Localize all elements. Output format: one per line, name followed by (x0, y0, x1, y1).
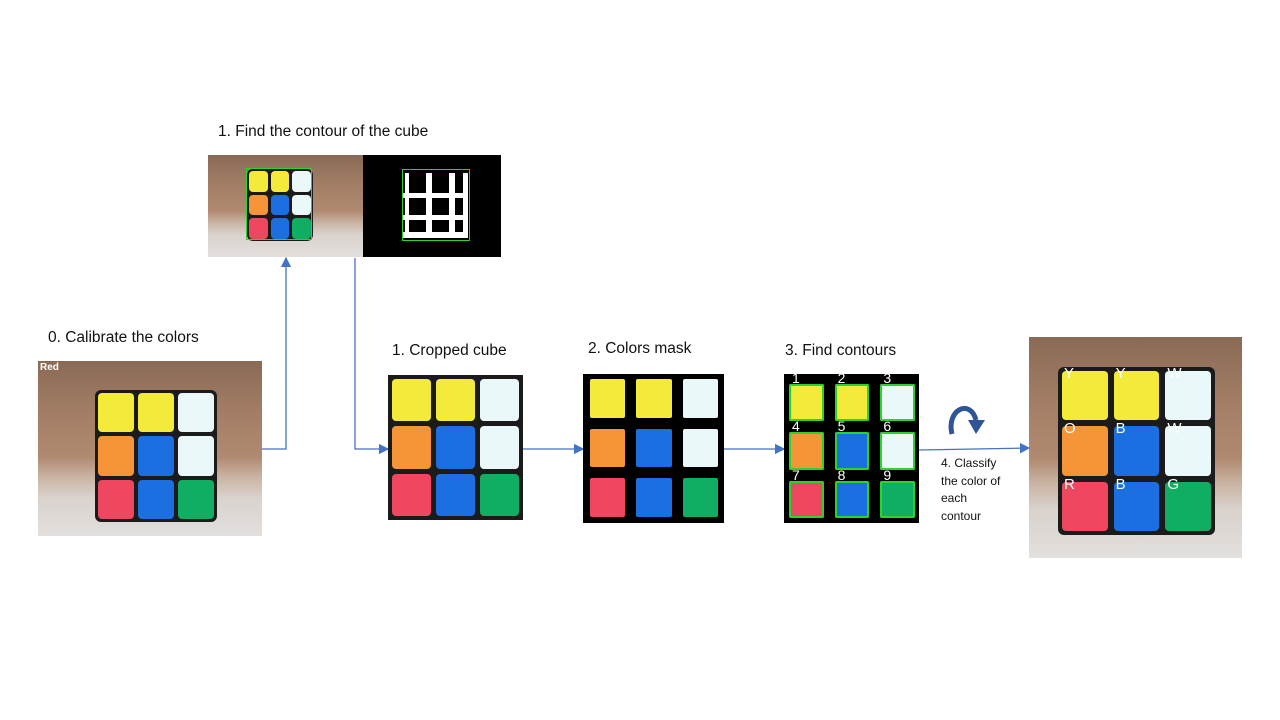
calibration-color-tag: Red (40, 362, 59, 373)
arrow-contours-to-classified (918, 442, 1031, 454)
sticker-blue (436, 426, 475, 469)
mask-contour-outline (402, 169, 470, 241)
step1-crop-label: 1. Cropped cube (392, 342, 507, 359)
sticker-yellow (590, 379, 626, 418)
sticker-yellow: Y (1113, 365, 1160, 421)
sticker-blue (436, 473, 475, 516)
sticker-white (480, 379, 519, 422)
sticker-white (178, 436, 214, 476)
contour-number: 5 (837, 418, 846, 435)
cube: Y Y W O B W R B G (1058, 365, 1215, 535)
contours-image: 1 2 3 4 5 6 7 8 9 (784, 374, 919, 523)
color-class-letter: B (1115, 475, 1126, 493)
sticker-blue: B (1113, 476, 1160, 531)
sticker-green (480, 473, 519, 516)
step3-label: 3. Find contours (785, 342, 897, 359)
sticker-white (292, 171, 311, 192)
sticker-blue (636, 428, 672, 468)
step2-label: 2. Colors mask (588, 340, 692, 357)
sticker-white: 6 (880, 418, 915, 470)
sticker-orange: O (1062, 420, 1108, 476)
contour-mask (363, 155, 501, 257)
sticker-green (178, 479, 214, 519)
sticker-blue: 8 (834, 467, 870, 518)
calibrate-image: Red (38, 361, 262, 536)
sticker-blue (270, 218, 290, 239)
color-class-letter: B (1115, 420, 1126, 438)
sticker-red (98, 479, 134, 519)
sticker-white: 3 (880, 374, 915, 422)
color-class-letter: R (1064, 475, 1075, 493)
color-class-letter: W (1167, 420, 1182, 438)
sticker-blue (636, 478, 672, 517)
contour-number: 1 (792, 374, 800, 386)
cube (388, 375, 523, 520)
sticker-yellow (249, 171, 268, 192)
step4-label: 4. Classify the color of each contour (941, 456, 1001, 523)
sticker-yellow (138, 393, 174, 433)
sticker-white (682, 379, 718, 418)
sticker-orange (392, 426, 431, 469)
contour-grid: 1 2 3 4 5 6 7 8 9 (789, 374, 915, 518)
sticker-yellow (436, 379, 475, 422)
sticker-blue (138, 436, 174, 476)
colors-mask-image (583, 374, 724, 523)
color-class-letter: W (1167, 365, 1182, 382)
cube (95, 390, 217, 522)
cube-contour-outline (246, 168, 312, 240)
color-class-letter: G (1167, 475, 1179, 493)
sticker-orange (98, 436, 134, 476)
sticker-yellow (98, 393, 134, 433)
classified-image: Y Y W O B W R B G (1029, 337, 1242, 558)
contour-number: 2 (837, 374, 846, 386)
sticker-white: W (1165, 420, 1211, 476)
color-class-letter: Y (1064, 365, 1075, 382)
sticker-red (249, 218, 268, 239)
sticker-yellow (636, 379, 672, 418)
cube (247, 169, 313, 241)
sticker-red (590, 478, 626, 517)
sticker-red (392, 473, 431, 516)
sticker-green: 9 (880, 467, 915, 518)
arrow-calibrate-to-contour (262, 256, 292, 450)
contour-number: 3 (883, 374, 892, 386)
sticker-yellow: 2 (834, 374, 870, 422)
step1-contour-label: 1. Find the contour of the cube (218, 123, 429, 140)
sticker-red: R (1062, 476, 1108, 531)
step0-label: 0. Calibrate the colors (48, 329, 199, 346)
contour-number: 7 (792, 466, 800, 483)
sticker-green (682, 478, 718, 517)
color-class-letter: Y (1115, 365, 1126, 382)
contour-number: 9 (883, 466, 892, 483)
cropped-cube-image (388, 375, 523, 520)
sticker-white: W (1165, 365, 1211, 421)
sticker-white (480, 426, 519, 469)
sticker-blue: B (1113, 420, 1160, 476)
sticker-blue (270, 194, 290, 216)
sticker-green (292, 218, 311, 239)
sticker-yellow (392, 379, 431, 422)
sticker-yellow (270, 171, 290, 192)
sticker-white (682, 428, 718, 468)
sticker-blue: 5 (834, 418, 870, 470)
arrow-contour-to-crop (354, 258, 390, 455)
sticker-orange (590, 428, 626, 468)
mask-grid (590, 379, 718, 517)
curved-arrow-icon (948, 406, 985, 435)
sticker-green: G (1165, 476, 1211, 531)
contour-number: 4 (792, 418, 800, 435)
sticker-blue (138, 479, 174, 519)
contour-number: 6 (883, 418, 892, 435)
contour-number: 8 (837, 466, 846, 483)
sticker-yellow: 1 (789, 374, 824, 422)
sticker-yellow: Y (1062, 365, 1108, 421)
color-class-letter: O (1064, 420, 1076, 438)
sticker-white (292, 194, 311, 216)
sticker-orange: 4 (789, 418, 824, 470)
contour-photo (208, 155, 363, 257)
sticker-orange (249, 194, 268, 216)
sticker-red: 7 (789, 467, 824, 518)
sticker-white (178, 393, 214, 433)
